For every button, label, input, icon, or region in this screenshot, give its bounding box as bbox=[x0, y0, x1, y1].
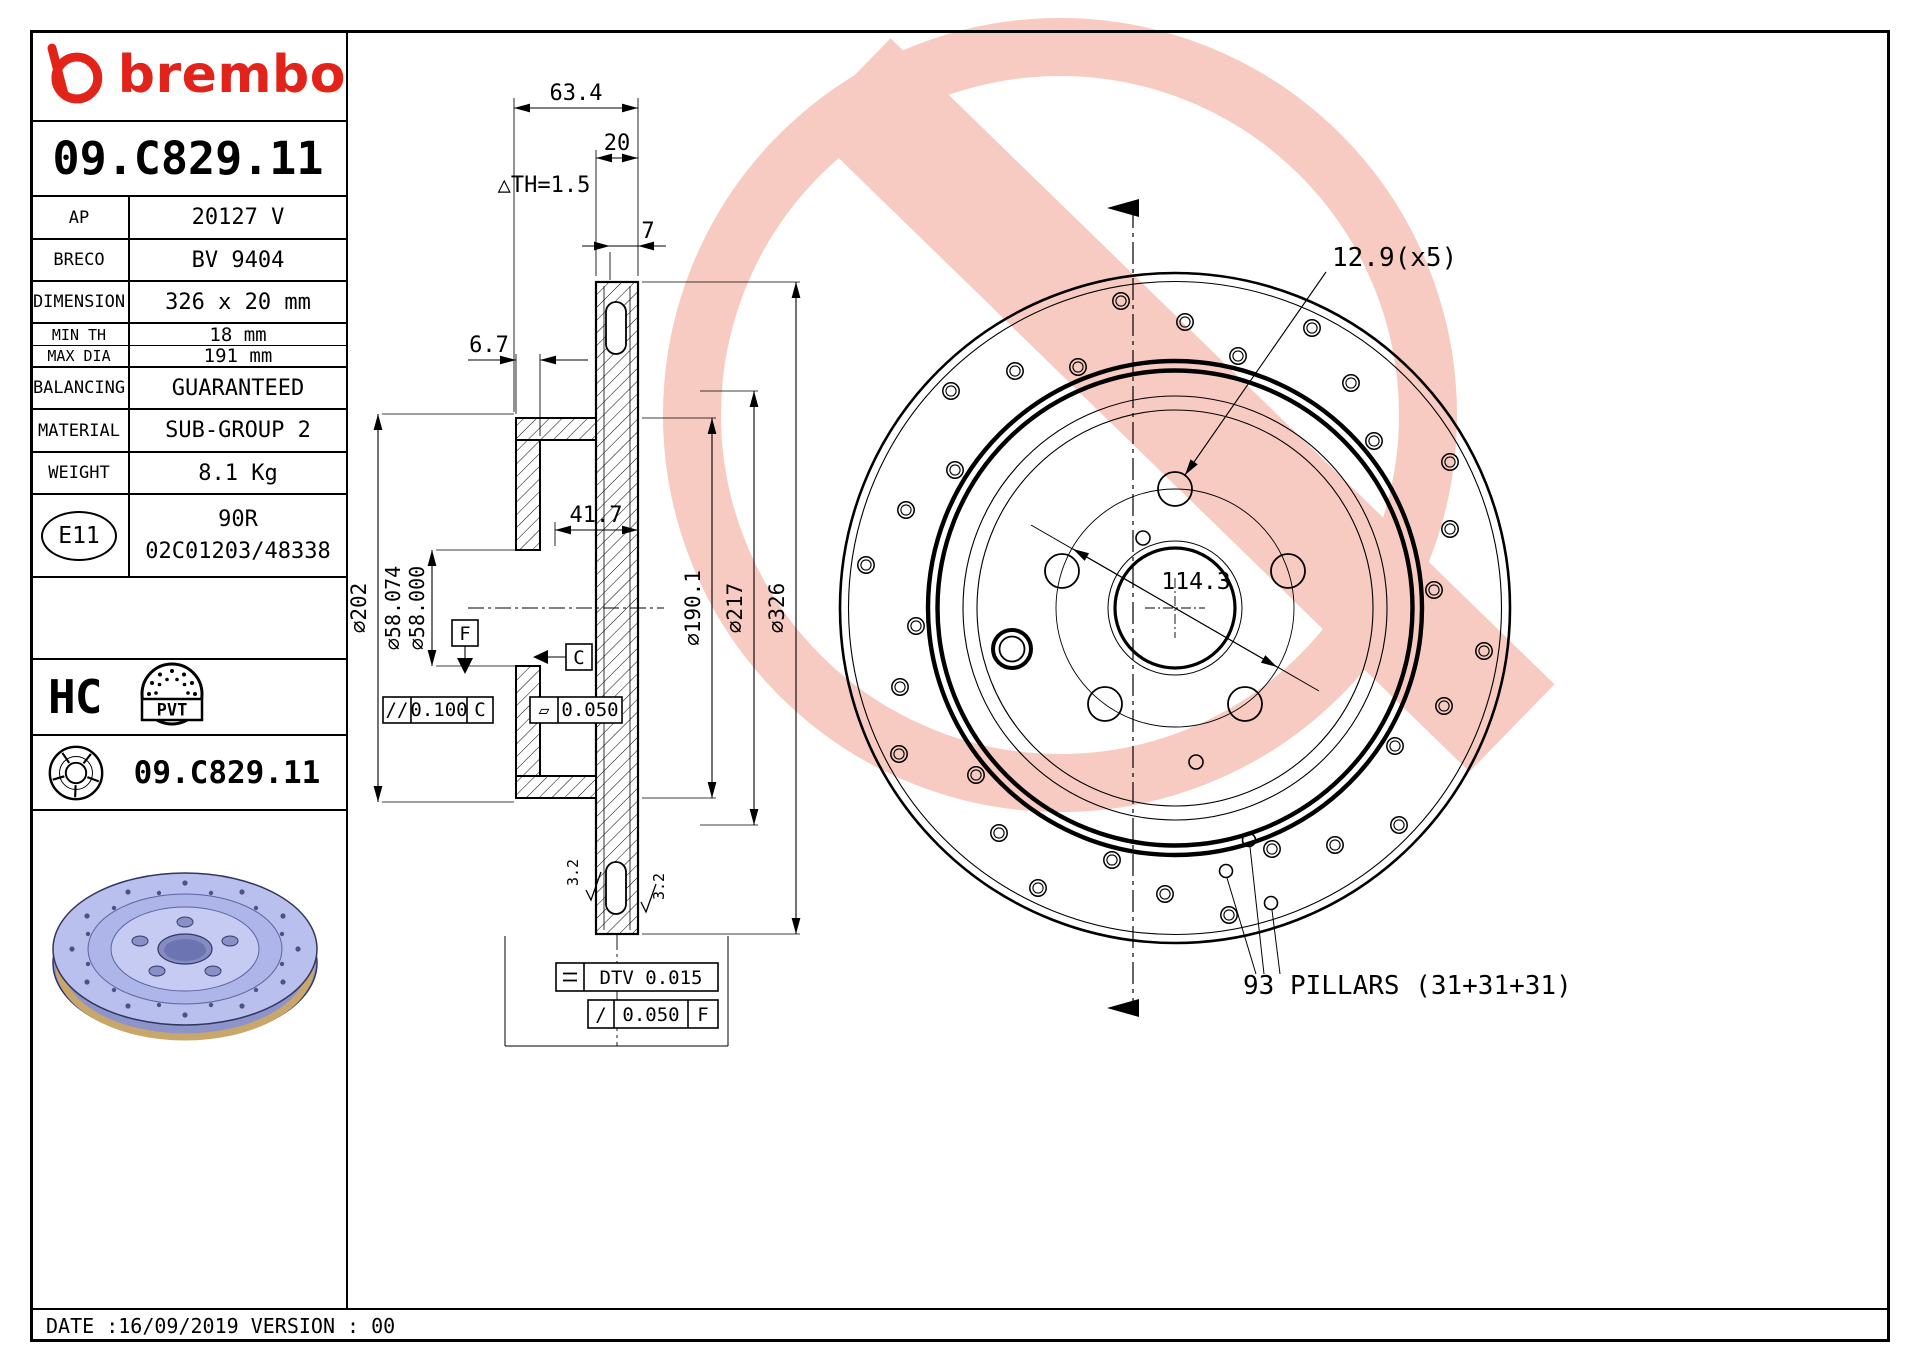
runout-value: 0.050 bbox=[622, 1004, 679, 1026]
runout-symbol: / bbox=[595, 1004, 606, 1026]
datum-f-label: F bbox=[459, 623, 470, 645]
parallelism-datum: C bbox=[474, 699, 485, 721]
spec-label: AP bbox=[30, 197, 130, 238]
dim-hat-depth: 41.7 bbox=[570, 503, 623, 528]
empty-row bbox=[30, 578, 346, 660]
e11-badge: E11 bbox=[41, 510, 117, 561]
spec-label: WEIGHT bbox=[30, 453, 130, 493]
spec-panel: brembo 09.C829.11 AP 20127 V BRECO BV 94… bbox=[30, 30, 348, 1308]
bolt-holes-icon bbox=[131, 916, 239, 977]
spec-row-weight: WEIGHT 8.1 Kg bbox=[30, 453, 346, 495]
section-arrow-bottom-icon bbox=[1107, 999, 1139, 1017]
roughness-value-left: 3.2 bbox=[564, 859, 582, 886]
spec-label: MIN TH bbox=[30, 324, 130, 345]
drill-dots-icon bbox=[69, 880, 301, 1018]
parallelism-value: 0.100 bbox=[410, 699, 467, 721]
spec-value: SUB-GROUP 2 bbox=[165, 418, 311, 443]
spec-label: MAX DIA bbox=[30, 346, 130, 366]
disc-part-number: 09.C829.11 bbox=[133, 754, 321, 791]
front-view: 12.9(x5) 114.3 93 PILLARS (31+31+31) bbox=[838, 199, 1572, 1017]
dim-dia-bore-max: ⌀58.074 bbox=[381, 566, 405, 650]
spec-value: 191 mm bbox=[203, 345, 273, 367]
spec-value: 20127 V bbox=[191, 205, 285, 230]
dim-dia-outer: ⌀326 bbox=[765, 583, 789, 634]
dim-total-width: 63.4 bbox=[550, 81, 603, 106]
runout-datum: F bbox=[697, 1004, 708, 1026]
pvt-dots-icon bbox=[147, 669, 198, 696]
homologation-number: 02C01203/48338 bbox=[145, 538, 331, 564]
roughness-value-right: 3.2 bbox=[650, 873, 668, 900]
spec-row-balancing: BALANCING GUARANTEED bbox=[30, 368, 346, 410]
spec-label: MATERIAL bbox=[30, 410, 130, 451]
parallelism-symbol: // bbox=[386, 699, 409, 721]
pillars-label: 93 PILLARS (31+31+31) bbox=[1243, 971, 1572, 1001]
product-image bbox=[52, 872, 318, 1041]
dim-chamfer: 7 bbox=[641, 219, 654, 244]
spec-row-material: MATERIAL SUB-GROUP 2 bbox=[30, 410, 346, 453]
flatness-value: 0.050 bbox=[561, 699, 618, 721]
spec-row-max-dia: MAX DIA 191 mm bbox=[30, 345, 346, 368]
datum-f-triangle-icon bbox=[457, 658, 473, 674]
dim-dia-bore-min: ⌀58.000 bbox=[405, 566, 429, 650]
dtv-value: DTV 0.015 bbox=[600, 967, 703, 989]
badges-row: HC PVT bbox=[30, 660, 346, 736]
spec-row-min-th: MIN TH 18 mm bbox=[30, 324, 346, 346]
section-arrow-top-icon bbox=[1107, 199, 1139, 217]
dim-dia-flange: ⌀217 bbox=[723, 583, 747, 634]
spec-row-breco: BRECO BV 9404 bbox=[30, 240, 346, 282]
datum-c-triangle-icon bbox=[533, 650, 548, 664]
spec-label: BALANCING bbox=[30, 368, 130, 408]
set-screw-hole bbox=[991, 628, 1033, 670]
spec-value: 8.1 Kg bbox=[198, 460, 278, 486]
pcd-dim-label: 114.3 bbox=[1161, 569, 1230, 595]
disc-part-row: 09.C829.11 bbox=[30, 736, 346, 811]
spec-label: BRECO bbox=[30, 240, 130, 280]
homologation-class: 90R bbox=[218, 506, 258, 532]
spec-row-ap: AP 20127 V bbox=[30, 197, 346, 240]
hc-badge: HC bbox=[48, 670, 102, 724]
roughness-check-icon bbox=[585, 871, 602, 902]
cross-section-view: 63.4 20 △TH=1.5 7 6.7 41.7 bbox=[347, 81, 801, 1047]
spec-label: DIMENSION bbox=[30, 282, 130, 322]
bolt-holes bbox=[1044, 471, 1306, 722]
spec-value: 18 mm bbox=[209, 323, 267, 346]
brand-name: brembo bbox=[117, 45, 346, 105]
dim-dia-friction-inner: ⌀190.1 bbox=[681, 570, 705, 646]
flatness-symbol: ▱ bbox=[539, 700, 550, 721]
dtv-symbol-icon bbox=[563, 972, 577, 982]
footer-text: DATE :16/09/2019 VERSION : 00 bbox=[46, 1314, 396, 1338]
pvt-badge: PVT bbox=[140, 662, 204, 726]
datum-c-label: C bbox=[573, 647, 584, 669]
pvt-label: PVT bbox=[157, 701, 188, 721]
spec-value: BV 9404 bbox=[191, 247, 285, 273]
dim-hat-wall: 6.7 bbox=[469, 333, 509, 358]
brembo-watermark-icon bbox=[663, 18, 1555, 812]
bolt-hole-dim-label: 12.9(x5) bbox=[1332, 243, 1457, 273]
homologation-row: E11 90R 02C01203/48338 bbox=[30, 495, 346, 578]
dim-thickness: 20 bbox=[604, 131, 631, 156]
footer: DATE :16/09/2019 VERSION : 00 bbox=[30, 1308, 1890, 1342]
brand-header: brembo bbox=[30, 30, 346, 122]
roughness-check-icon bbox=[640, 883, 657, 914]
dim-dia-hat-outer: ⌀202 bbox=[347, 583, 371, 634]
spec-row-dimension: DIMENSION 326 x 20 mm bbox=[30, 282, 346, 324]
spec-value: 326 x 20 mm bbox=[165, 289, 311, 315]
brembo-logo-icon bbox=[47, 43, 103, 104]
product-photo-area bbox=[30, 811, 346, 1308]
dim-min-th: △TH=1.5 bbox=[498, 173, 591, 198]
part-number: 09.C829.11 bbox=[30, 122, 346, 197]
disc-icon bbox=[48, 745, 104, 800]
spec-value: GUARANTEED bbox=[171, 375, 305, 401]
